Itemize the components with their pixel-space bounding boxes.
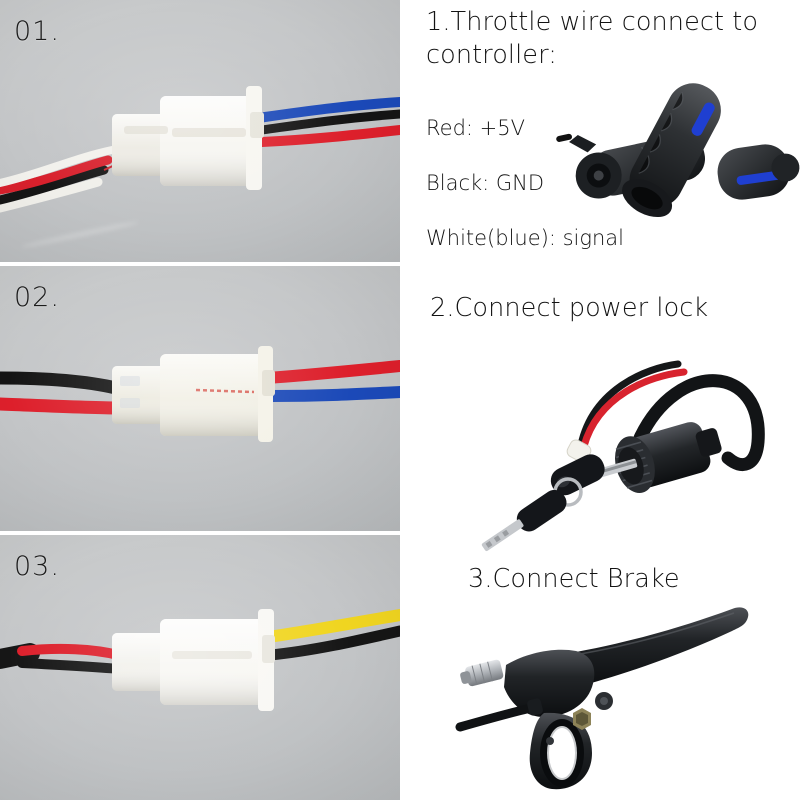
section-brake: 3.Connect Brake [400, 535, 800, 800]
power-lock-image [481, 346, 790, 551]
brake-lever-image [440, 595, 780, 795]
spec-red: Red: +5V [426, 116, 525, 140]
spec-white-blue: White(blue): signal [426, 226, 624, 250]
section-power-lock: 2.Connect power lock [400, 266, 800, 551]
section-throttle: 1.Throttle wire connect to controller: R… [400, 0, 800, 262]
spec-black: Black: GND [426, 171, 545, 195]
photo-panel-02: 02. [0, 266, 400, 531]
photo-panel-01: 01. [0, 0, 400, 262]
connector-assembly-03 [0, 609, 400, 711]
connector-assembly-02 [0, 346, 400, 442]
instruction-column: 1.Throttle wire connect to controller: R… [400, 0, 800, 800]
photo-label-03: 03. [14, 551, 60, 582]
throttle-grip-image [556, 83, 800, 238]
section-heading-1: 1.Throttle wire connect to controller: [426, 7, 759, 70]
section-heading-3: 3.Connect Brake [468, 564, 680, 594]
section-heading-2: 2.Connect power lock [430, 293, 709, 323]
photo-label-01: 01. [14, 16, 60, 47]
photo-panel-03: 03. [0, 535, 400, 800]
photo-label-02: 02. [14, 282, 60, 313]
connector-assembly-01 [0, 86, 400, 213]
photo-column: 01. [0, 0, 400, 800]
